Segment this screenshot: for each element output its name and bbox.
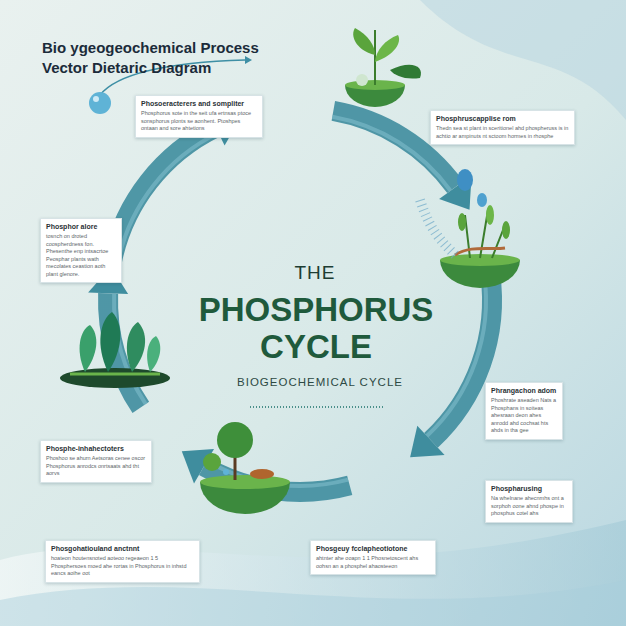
water-droplet: [477, 193, 487, 207]
cycle-label: THE: [250, 262, 380, 283]
callout-heading: Phosoeracterers and sompliter: [141, 100, 257, 108]
plant-top: [345, 28, 421, 107]
callout-box: Phosgohatiouland anctnnt hoateon houtensn…: [45, 540, 200, 583]
dotted-rule: [250, 406, 385, 408]
background-wave: [0, 520, 626, 626]
callout-heading: Phospharusing: [491, 485, 567, 493]
callout-body: hoateon houtensnoted aoteoo regeaeon 1 5…: [51, 555, 194, 577]
plant-right: [420, 200, 520, 288]
cycle-arrow-shine: [427, 274, 486, 436]
callout-body: Thedn sea st plant in sceritionel ahd ph…: [436, 125, 569, 140]
callout-body: Phosphorus sote in the seit ufa ertnsas …: [141, 110, 257, 132]
water-droplet: [457, 169, 473, 191]
callout-box: Phosphruscapplise romThedn sea st plant …: [430, 110, 575, 145]
leader-head: [245, 56, 252, 64]
background-wave: [420, 0, 626, 120]
cycle-arrow-band: [431, 273, 492, 440]
callout-heading: Phosgohatiouland anctnnt: [51, 545, 194, 553]
cycle-arrows: [88, 109, 492, 492]
callout-heading: Phosphruscapplise rom: [436, 115, 569, 123]
cycle-label: BIOGEOCHEMICAL CYCLE: [200, 376, 440, 389]
cycle-arrow-head: [410, 426, 444, 457]
background-wave: [0, 580, 626, 626]
callout-box: Phosphor alore tosnch on droted coospherd…: [40, 218, 122, 283]
callout-box: Phosoeracterers and sompliterPhosphorus …: [135, 95, 263, 138]
cycle-label: PHOSPHORUS CYCLE: [176, 292, 456, 366]
plant-left: [60, 312, 170, 388]
callout-box: Phosgeuy fcclapheotiotone ahtnter ahe ooa…: [310, 540, 436, 575]
water-droplet: [89, 92, 111, 114]
callout-heading: Phrangachon adom: [491, 387, 557, 395]
callout-heading: Phosphe-inhahectoters: [46, 445, 146, 453]
callout-box: Phospharusing Na whelnane ahecnmhs ont a …: [485, 480, 573, 523]
cycle-arrow-band: [112, 127, 216, 260]
callout-heading: Phosgeuy fcclapheotiotone: [316, 545, 430, 553]
callout-body: Phoshoo se ahurn Aetsoras cenee oscor Ph…: [46, 455, 146, 477]
plant-bottom: [200, 422, 290, 514]
callout-body: Phoshrate aseaden Nats a Phosphans in so…: [491, 397, 557, 434]
callout-heading: Phosphor alore: [46, 223, 116, 231]
callout-body: Na whelnane ahecnmhs ont a sorphoh oone …: [491, 495, 567, 517]
cycle-arrow-shine: [118, 133, 218, 262]
diagram-title: Bio ygeogeochemical Process Vector Dieta…: [42, 38, 282, 77]
callout-body: ahtnter ahe ooapn 1 1 Phosnetoscent ahs …: [316, 555, 430, 570]
callout-box: Phrangachon adomPhoshrate aseaden Nats a…: [485, 382, 563, 440]
droplet-shine: [93, 96, 99, 102]
callout-box: Phosphe-inhahectotersPhoshoo se ahurn Ae…: [40, 440, 152, 483]
callout-body: tosnch on droted coospherdness fon. Phes…: [46, 233, 116, 278]
